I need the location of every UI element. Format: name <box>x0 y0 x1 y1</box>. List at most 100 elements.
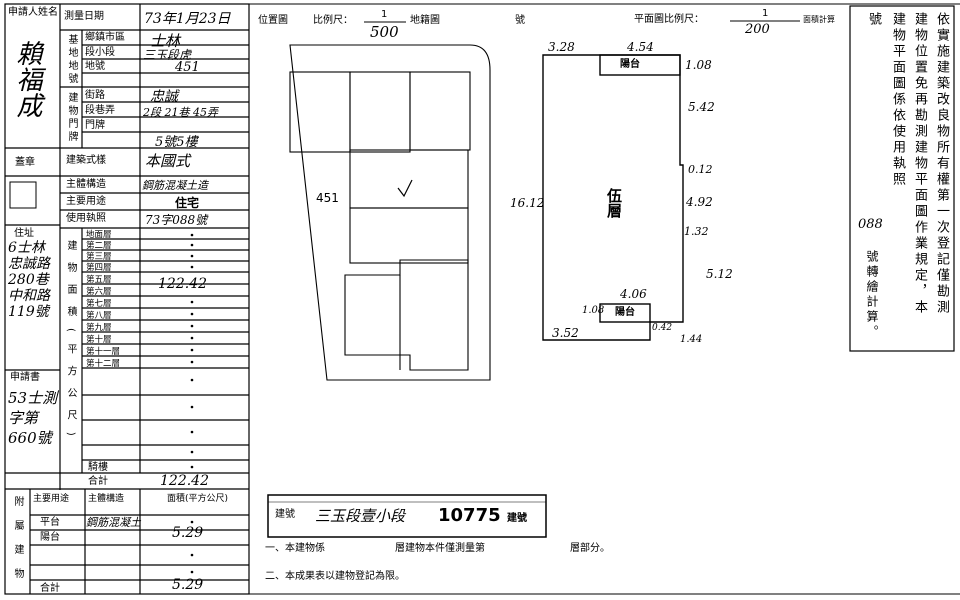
address-label: 住址 <box>14 228 34 239</box>
total-area: 122.42 <box>160 473 209 489</box>
applicant-doc-value: 53士測字第660號 <box>8 389 58 447</box>
parcel-number: 451 <box>316 191 339 205</box>
floor-row: 第十二層 <box>86 359 121 369</box>
style-value: 本國式 <box>145 152 191 170</box>
floor-row: 第十層 <box>86 335 112 345</box>
survey-date-value: 73年1月23日 <box>144 11 231 27</box>
dim-label: 4.54 <box>627 40 654 54</box>
number-value: 5號5樓 <box>155 135 198 150</box>
note-permit-no: 088 <box>858 217 883 232</box>
annex-item-platform: 平台 <box>40 517 60 528</box>
use-value: 住宅 <box>175 196 200 210</box>
floor-row: 第二層 <box>86 241 112 251</box>
use-label: 主要用途 <box>66 196 106 207</box>
note-column-3: 建物平面圖係依使用執照 <box>890 12 905 188</box>
stamp-section: 三玉段壹小段 <box>315 507 406 525</box>
floor-plan-scale-label: 平面圖比例尺： <box>634 14 704 25</box>
dim-label: 4.06 <box>620 287 647 301</box>
room-top-balcony: 陽台 <box>620 59 640 70</box>
floor-row: 第三層 <box>86 252 112 262</box>
address-value: 6士林忠誠路280巷中和路119號 <box>8 240 50 320</box>
district-value: 士林 <box>150 32 181 50</box>
total-label: 合計 <box>88 476 108 487</box>
floor-plan-scale-den: 200 <box>745 22 770 37</box>
lot-label: 地號 <box>85 61 105 72</box>
style-label: 建築式樣 <box>66 155 106 166</box>
lot-value: 451 <box>175 60 200 75</box>
footnote-1c: 層部分。 <box>570 543 610 554</box>
dim-label: 0.42 <box>652 323 673 333</box>
lane-value: 2段 21巷 45弄 <box>143 106 218 119</box>
annex-total: 5.29 <box>172 577 204 593</box>
floor-plan-floor-text: 伍層 <box>605 188 623 218</box>
number-label: 門牌 <box>85 120 105 131</box>
building-label: 建物門牌 <box>66 92 77 144</box>
street-label: 街路 <box>85 90 105 101</box>
applicant-label: 申請人姓名 <box>8 7 58 18</box>
note-column-4: 號 <box>866 12 881 28</box>
balcony-label: 騎樓 <box>88 462 108 473</box>
structure-label: 主體構造 <box>66 179 106 190</box>
seal-label: 蓋章 <box>15 157 35 168</box>
annex-area: 5.29 <box>172 525 204 541</box>
annex-header-structure: 主體構造 <box>88 494 125 504</box>
applicant-name: 賴福成 <box>12 40 42 118</box>
floor-row: 第八層 <box>86 311 112 321</box>
permit-value: 73字088號 <box>145 213 208 227</box>
floor-row: 第九層 <box>86 323 112 333</box>
stamp-prefix: 建號 <box>275 509 295 520</box>
annex-label: 附屬建物 <box>12 496 23 592</box>
footnote-1b: 層建物本件僅測量第 <box>395 543 485 554</box>
dim-label: 16.12 <box>510 196 545 210</box>
floor-row: 第七層 <box>86 299 112 309</box>
note-column-5: 號轉繪計算。 <box>865 250 879 340</box>
applicant-doc-label: 申請書 <box>10 372 40 383</box>
annex-header-area: 面積(平方公尺) <box>166 494 229 504</box>
floor-dots <box>190 233 194 574</box>
cadastral-map-label: 地籍圖 <box>410 15 440 26</box>
dim-label: 4.92 <box>686 195 713 209</box>
survey-date-label: 測量日期 <box>64 11 104 22</box>
floor-row: 第十一層 <box>86 347 121 357</box>
stamp-number: 10775 <box>438 505 501 526</box>
location-map-label: 位置圖 <box>258 15 288 26</box>
site-label: 基地地號 <box>66 34 77 86</box>
dim-label: 3.28 <box>548 40 575 54</box>
dim-label: 5.12 <box>706 267 733 281</box>
dim-label: 1.08 <box>582 305 605 316</box>
dim-label: 1.08 <box>685 58 712 72</box>
floor-row: 第六層 <box>86 287 112 297</box>
map-no-label: 號 <box>515 15 525 26</box>
footnote-2: 二、本成果表以建物登記為限。 <box>265 571 405 582</box>
permit-label: 使用執照 <box>66 213 106 224</box>
street-value: 忠誠 <box>150 89 178 105</box>
location-scale-den: 500 <box>370 23 399 41</box>
room-bottom-balcony: 陽台 <box>615 307 635 318</box>
location-scale-label: 比例尺： <box>313 15 353 26</box>
dim-label: 1.44 <box>680 334 703 345</box>
annex-header-use: 主要用途 <box>33 494 70 504</box>
annex-item-balcony: 陽台 <box>40 532 60 543</box>
note-column-2: 建物位置免再勘測建物平面圖作業規定，本 <box>912 12 927 316</box>
footnote-1a: 一、本建物係 <box>265 543 325 554</box>
note-column-1: 依實施建築改良物所有權第一次登記僅勘測 <box>934 12 949 316</box>
district-label: 鄉鎮市區 <box>85 32 125 43</box>
lane-label: 段巷弄 <box>85 105 115 116</box>
stamp-suffix: 建號 <box>507 513 527 524</box>
annex-total-label: 合計 <box>40 583 60 594</box>
floor-area-fifth: 122.42 <box>158 276 207 292</box>
location-scale-num: 1 <box>381 9 388 20</box>
structure-value: 鋼筋混凝土造 <box>142 179 208 192</box>
floor-row: 第四層 <box>86 263 112 273</box>
floor-plan-scale-num: 1 <box>762 8 769 19</box>
area-calc-label: 面積計算 <box>803 15 835 24</box>
dim-label: 5.42 <box>688 100 715 114</box>
dim-label: 0.12 <box>688 163 713 176</box>
section-label: 段小段 <box>85 47 115 58</box>
section-value: 三玉段虎 <box>143 48 192 62</box>
annex-structure: 鋼筋混凝土 <box>86 516 141 529</box>
floor-row: 地面層 <box>86 230 112 240</box>
floors-label: 建物面積(平方公尺) <box>65 240 76 448</box>
dim-label: 1.32 <box>684 225 709 238</box>
